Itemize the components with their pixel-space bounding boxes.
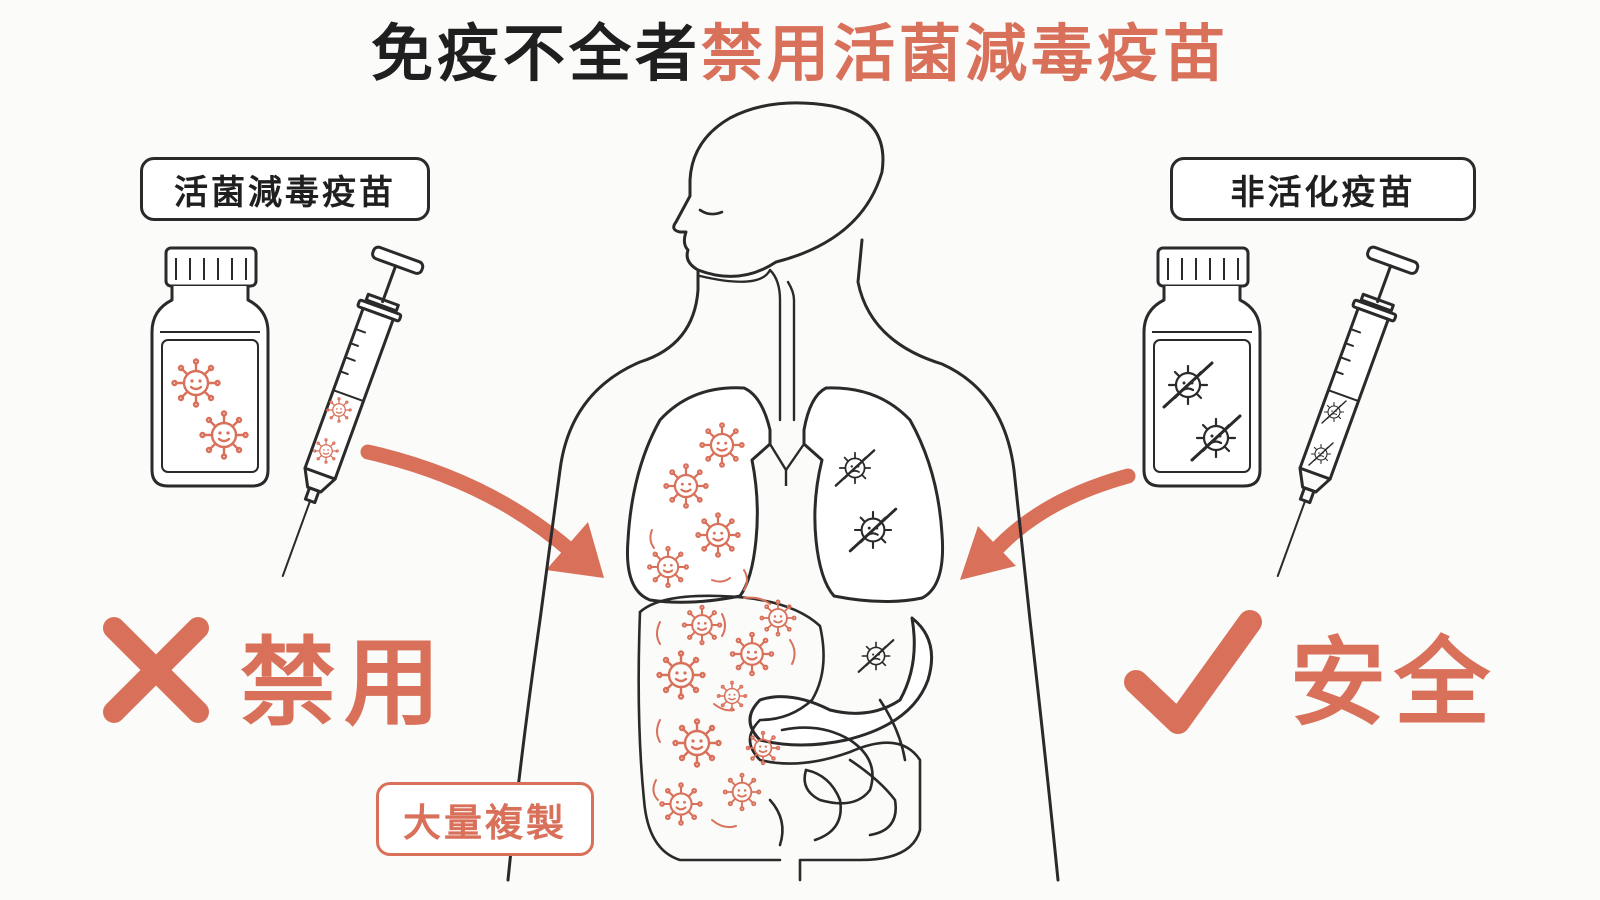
forbidden-verdict: 禁用 (240, 627, 448, 739)
virus-icon (729, 631, 775, 677)
virus-icon (759, 599, 797, 637)
title-dark-part: 免疫不全者 (370, 17, 701, 90)
virus-icon (716, 680, 748, 712)
live-vaccine-syringe (281, 245, 425, 578)
inactivated-virus-icon (857, 639, 895, 673)
virus-icon (681, 604, 723, 646)
lungs (625, 386, 945, 604)
virus-icon (745, 730, 781, 766)
virus-icon (659, 782, 703, 826)
stomach (748, 616, 934, 747)
virus-icon (722, 772, 762, 812)
inactivated-vaccine-label: 非活化疫苗 (1170, 157, 1476, 221)
human-body-outline (506, 101, 1060, 882)
arrow-right-icon (960, 468, 1136, 580)
live-vaccine-label: 活菌減毒疫苗 (140, 157, 430, 221)
inactivated-vaccine-syringe (1276, 245, 1420, 578)
mass-replication-callout: 大量複製 (376, 782, 594, 856)
title-accent-part: 禁用活菌減毒疫苗 (701, 17, 1230, 90)
arrow-left-icon (360, 444, 604, 578)
check-icon (1124, 610, 1262, 734)
page-title: 免疫不全者禁用活菌減毒疫苗 (0, 14, 1600, 94)
cross-icon (103, 617, 209, 723)
virus-icon (656, 650, 706, 700)
safe-verdict: 安全 (1290, 627, 1498, 739)
motion-marks (649, 529, 796, 829)
virus-icon (672, 718, 722, 768)
